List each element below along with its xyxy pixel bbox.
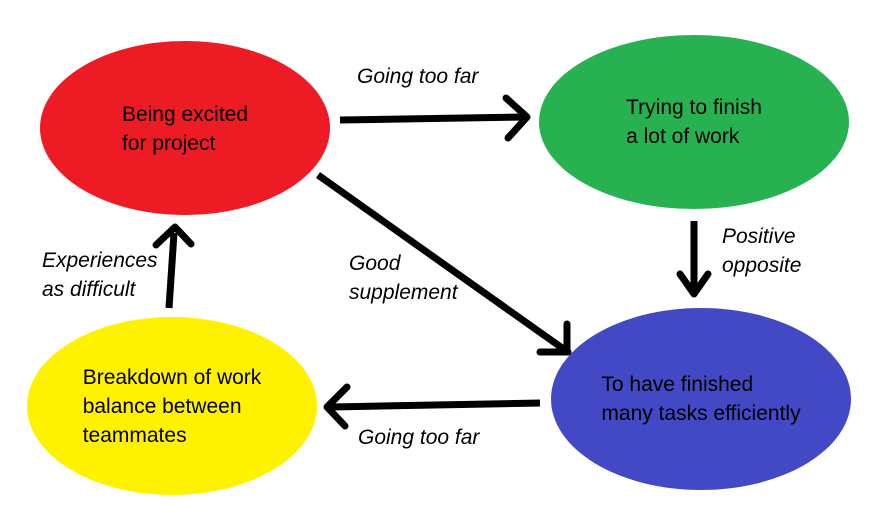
edge-label-positive-opposite: Positive opposite [722,222,801,280]
edge-text-line: Going too far [358,426,480,449]
node-label-being-excited: Being excited for project [40,42,330,215]
node-ellipse-breakdown-of-work [27,317,317,495]
arrow-excited-to-trying [339,94,531,142]
edge-text-line: Positive [722,225,796,248]
node-text-line: many tasks efficiently [601,402,801,425]
edge-text-line: supplement [349,281,458,304]
edge-text-line: as difficult [42,278,136,301]
node-text-line: Trying to finish [626,96,762,119]
node-label-trying-to-finish: Trying to finish a lot of work [539,35,849,209]
edge-text-line: opposite [722,254,802,277]
node-label-finished-many-tasks: To have finished many tasks efficiently [551,308,851,490]
edge-label-going-too-far-top: Going too far [357,62,478,91]
node-ellipse-trying-to-finish [539,35,849,209]
node-text-line: teammates [82,423,187,447]
node-label-breakdown-of-work: Breakdown of work balance between teamma… [27,317,317,495]
arrow-trying-to-finished [676,221,712,298]
node-text-line: Being excited [121,102,249,126]
arrow-breakdown-to-excited [152,223,195,309]
edge-label-experiences-as-difficult: Experiences as difficult [42,246,158,304]
edge-text-line: Experiences [42,249,158,272]
edge-text-line: Good [349,252,401,275]
arrow-excited-to-finished [315,172,572,356]
arrow-group [152,94,712,430]
node-text-line: for project [121,131,216,155]
edge-text-line: Going too far [357,65,479,88]
node-ellipse-being-excited [40,41,330,215]
edge-label-going-too-far-bottom: Going too far [358,423,479,452]
node-text-line: To have finished [601,373,754,396]
arrow-finished-to-breakdown [323,383,541,430]
node-text-line: a lot of work [626,125,740,148]
node-ellipse-finished-many-tasks [551,308,851,490]
edge-label-good-supplement: Good supplement [349,249,458,307]
node-text-line: Breakdown of work [82,365,262,389]
node-text-line: balance between [82,394,242,418]
